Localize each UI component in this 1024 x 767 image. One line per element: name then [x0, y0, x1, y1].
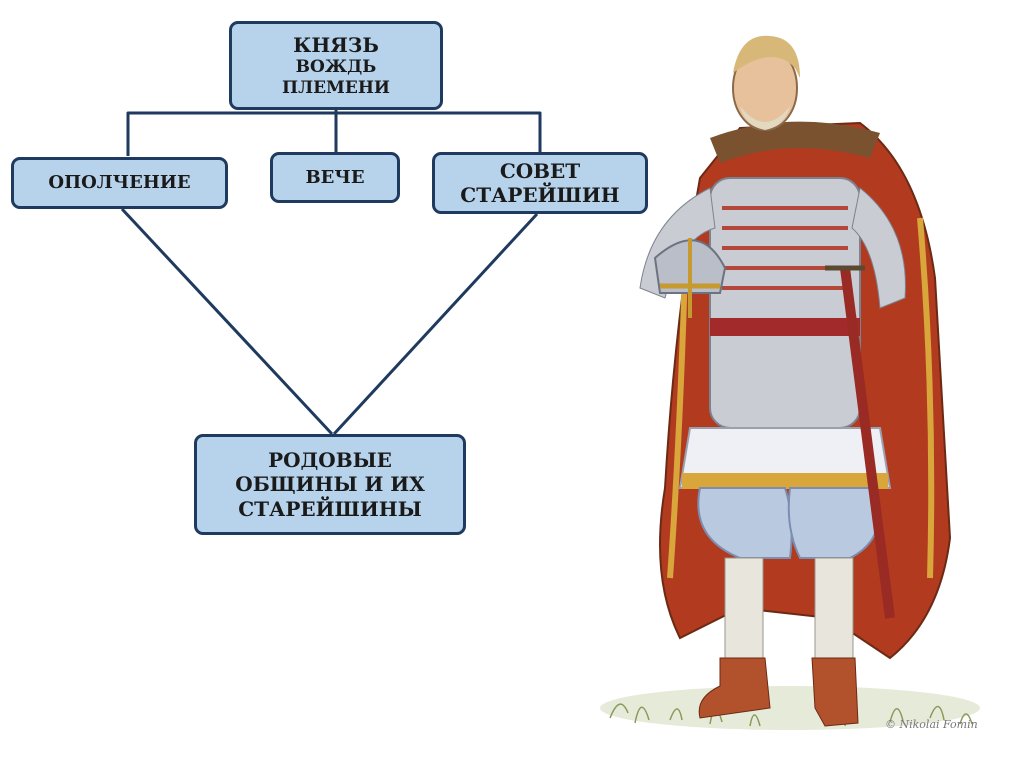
- militia-label: ОПОЛЧЕНИЕ: [48, 172, 191, 194]
- belt: [710, 318, 860, 336]
- beard: [740, 106, 790, 130]
- prince-tribal-leader-box: КНЯЗЬ ВОЖДЬ ПЛЕМЕНИ: [229, 21, 443, 110]
- grass-ground: [600, 686, 980, 730]
- sword: [840, 267, 895, 619]
- fur-collar: [710, 121, 880, 163]
- council-of-elders-box: СОВЕТ СТАРЕЙШИН: [432, 152, 648, 214]
- clans-line-3: СТАРЕЙШИНЫ: [238, 496, 422, 521]
- veche-box: ВЕЧЕ: [270, 152, 400, 203]
- chainmail-torso: [709, 177, 861, 429]
- militia-box: ОПОЛЧЕНИЕ: [11, 157, 228, 209]
- prince-line-1: КНЯЗЬ: [293, 32, 379, 57]
- connector-council-to-clans: [332, 212, 539, 436]
- council-line-2: СТАРЕЙШИН: [460, 183, 620, 207]
- clans-line-2: ОБЩИНЫ И ИХ: [235, 472, 425, 497]
- clans-line-1: РОДОВЫЕ: [268, 447, 392, 472]
- boot-right: [811, 657, 859, 727]
- boot-left: [698, 657, 771, 719]
- clan-communities-box: РОДОВЫЕ ОБЩИНЫ И ИХ СТАРЕЙШИНЫ: [194, 434, 466, 535]
- veche-label: ВЕЧЕ: [305, 166, 365, 188]
- connector-prince-to-level: [126, 111, 542, 156]
- prince-line-3: ПЛЕМЕНИ: [282, 77, 390, 98]
- council-line-1: СОВЕТ: [499, 158, 581, 183]
- prince-line-2: ВОЖДЬ: [295, 56, 377, 77]
- illustration-credit: © Nikolai Fomin: [885, 718, 978, 731]
- prince-warrior-illustration: [600, 35, 980, 730]
- connector-militia-to-clans: [120, 207, 334, 436]
